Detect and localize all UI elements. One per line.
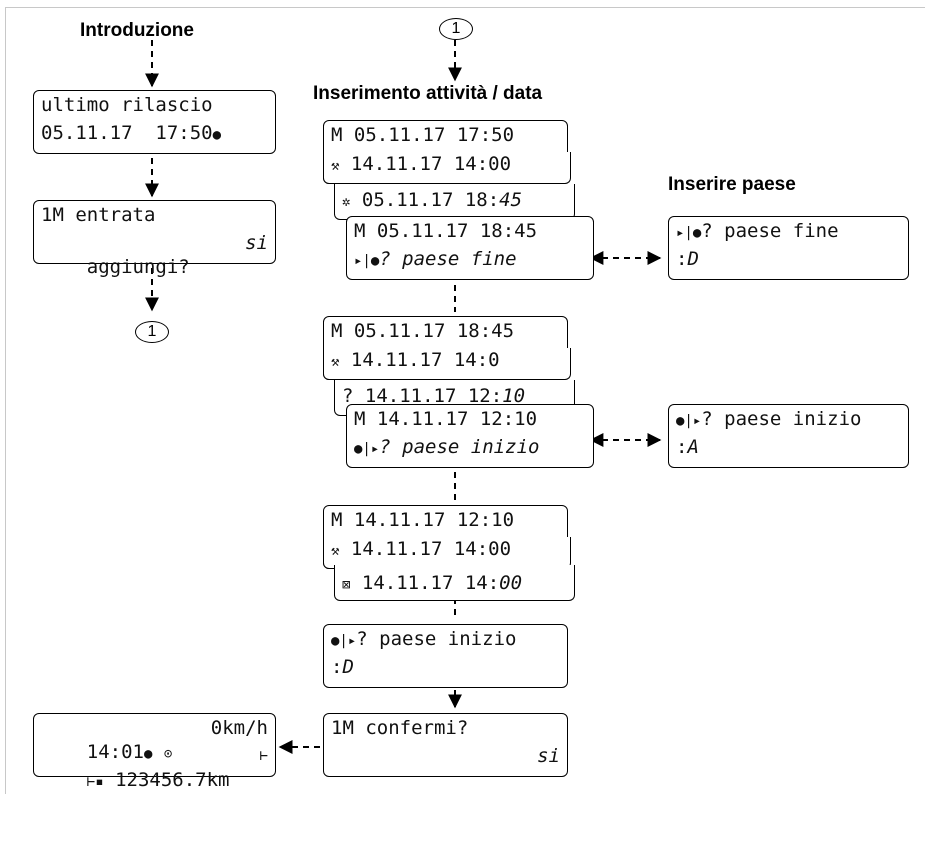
display-line: ▸|●? paese fine	[354, 247, 586, 271]
country-start-icon: ●|▸	[676, 413, 702, 429]
display-line: ●|▸? paese inizio	[676, 407, 901, 431]
country-start-icon: ●|▸	[331, 633, 357, 649]
display-stack2-b: ⚒ 14.11.17 14:0	[323, 348, 571, 380]
display-country-start-1: ●|▸? paese inizio :A	[668, 404, 909, 468]
connector-lines	[145, 40, 662, 754]
hammers-icon: ⚒	[331, 543, 340, 559]
display-line: M 05.11.17 17:50	[331, 124, 515, 146]
display-line: aggiungi? si	[41, 231, 268, 278]
display-line: ultimo rilascio	[41, 94, 213, 116]
country-value: D	[687, 248, 699, 270]
yes-option: si	[537, 745, 560, 767]
speed: 0km/h	[210, 717, 268, 739]
display-line: M 14.11.17 12:10	[354, 408, 538, 430]
display-line: ? 14.11.17 12:10	[342, 384, 567, 408]
display-stack1-b: ⚒ 14.11.17 14:00	[323, 152, 571, 184]
display-line: M 05.11.17 18:45	[331, 320, 515, 342]
add-question: aggiungi?	[86, 256, 190, 278]
title-activity: Inserimento attività / data	[313, 83, 543, 104]
display-line: ●|▸? paese inizio	[354, 435, 586, 459]
yes-option: si	[245, 232, 268, 254]
country-value: D	[342, 656, 354, 678]
title-intro: Introduzione	[80, 20, 194, 41]
display-line: M 05.11.17 18:45	[354, 220, 538, 242]
hammers-icon: ⚒	[331, 158, 340, 174]
diagram-frame	[5, 7, 925, 794]
hammers-icon: ⚒	[331, 354, 340, 370]
display-line: ⚒ 14.11.17 14:00	[331, 152, 563, 176]
card-icon: ●	[212, 127, 222, 143]
display-line: ⚒ 14.11.17 14:00	[331, 537, 563, 561]
display-line: :D	[331, 656, 354, 678]
display-line: ●|▸? paese inizio	[331, 627, 560, 651]
release-time: 05.11.17 17:50	[41, 122, 213, 144]
country-start-prompt: ? paese inizio	[379, 436, 540, 458]
display-confirm: 1M confermi? si	[323, 713, 568, 777]
country-end-label: ? paese fine	[701, 220, 839, 242]
display-stack1-c: ✲ 05.11.17 18:45	[334, 184, 575, 220]
work-time: 14.11.17 14:0	[350, 349, 500, 371]
availability-date: 14.11.17 14:	[361, 572, 500, 594]
display-line: ✲ 05.11.17 18:45	[342, 188, 567, 212]
display-last-release: ultimo rilascio 05.11.17 17:50●	[33, 90, 276, 154]
availability-minutes: 00	[499, 572, 523, 594]
display-line: ⊠ 14.11.17 14:00	[342, 571, 567, 595]
country-start-label: ? paese inizio	[356, 628, 517, 650]
country-end-icon: ▸|●	[676, 225, 702, 241]
display-line: ⊢▪ 123456.7km ⊢	[41, 744, 268, 791]
display-line: 1M confermi?	[331, 717, 469, 739]
unknown-date: ? 14.11.17 12:	[342, 385, 503, 407]
display-line: 1M entrata	[41, 204, 156, 226]
crossed-box-icon: ⊠	[342, 577, 351, 593]
clock-time: 14:01	[86, 741, 144, 763]
country-start-label: ? paese inizio	[701, 408, 862, 430]
display-line: 14:01● ⊙ 0km/h	[41, 716, 268, 763]
country-end-prompt: ? paese fine	[379, 248, 517, 270]
display-stack3-c: ⊠ 14.11.17 14:00	[334, 565, 575, 601]
display-add-entry: 1M entrata aggiungi? si	[33, 200, 276, 278]
truck-icon: ⊢▪	[86, 774, 104, 790]
bed-icon: ✲	[342, 194, 351, 210]
country-start-icon: ●|▸	[354, 441, 380, 457]
card-icon: ●	[143, 746, 153, 762]
display-stack1-d: M 05.11.17 18:45 ▸|●? paese fine	[346, 216, 594, 280]
work-time: 14.11.17 14:00	[350, 538, 512, 560]
clock-icon: ⊙	[163, 746, 173, 762]
country-value: A	[687, 436, 699, 458]
hammers-icon: ⊢	[259, 748, 268, 764]
connector-1-left: 1	[135, 321, 169, 343]
display-line: ⚒ 14.11.17 14:0	[331, 348, 563, 372]
odometer: 123456.7km	[115, 769, 230, 791]
rest-date: 05.11.17 18:	[361, 189, 500, 211]
connector-1-top: 1	[439, 18, 473, 40]
country-end-icon: ▸|●	[354, 253, 380, 269]
display-stack2-d: M 14.11.17 12:10 ●|▸? paese inizio	[346, 404, 594, 468]
display-line: M 14.11.17 12:10	[331, 509, 515, 531]
display-country-start-2: ●|▸? paese inizio :D	[323, 624, 568, 688]
rest-minutes: 45	[499, 189, 523, 211]
display-standard: 14:01● ⊙ 0km/h ⊢▪ 123456.7km ⊢	[33, 713, 276, 791]
unknown-minutes: 10	[502, 385, 526, 407]
display-line: 05.11.17 17:50●	[41, 121, 268, 145]
work-time: 14.11.17 14:00	[350, 153, 512, 175]
display-line: si	[331, 744, 560, 768]
display-line: :A	[676, 436, 699, 458]
display-line: ▸|●? paese fine	[676, 219, 901, 243]
display-line: :D	[676, 248, 699, 270]
display-stack3-b: ⚒ 14.11.17 14:00	[323, 537, 571, 569]
display-country-end: ▸|●? paese fine :D	[668, 216, 909, 280]
title-country: Inserire paese	[668, 174, 796, 195]
